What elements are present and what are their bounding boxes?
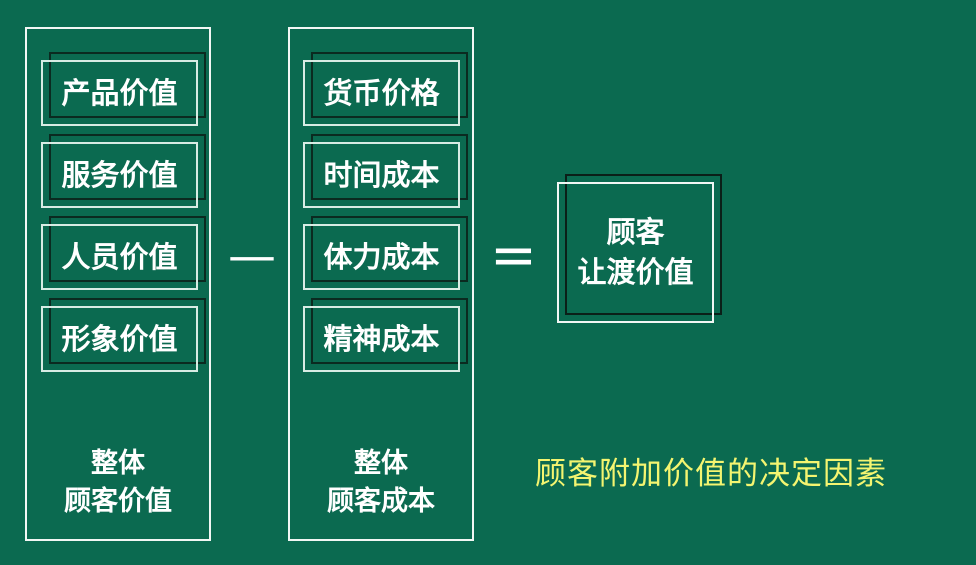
value-item: 服务价值 [41,134,206,208]
item-label: 产品价值 [61,76,178,110]
cost-item: 时间成本 [303,134,468,208]
cost-item: 体力成本 [303,216,468,290]
item-frame [41,306,198,372]
left-footer-line1: 整体 [91,448,145,479]
item-frame [41,60,198,126]
left-footer-line2: 顾客价值 [64,486,172,517]
item-frame [303,224,460,290]
item-shadow-frame [49,216,206,282]
item-label: 精神成本 [323,322,440,356]
middle-footer-line2: 顾客成本 [327,486,435,517]
result-line2: 让渡价值 [577,255,694,289]
cost-item: 精神成本 [303,298,468,372]
item-shadow-frame [49,52,206,118]
item-label: 时间成本 [323,158,440,192]
item-frame [303,306,460,372]
item-label: 形象价值 [61,322,178,356]
item-label: 体力成本 [323,240,440,274]
item-frame [303,60,460,126]
item-label: 人员价值 [61,240,178,274]
item-frame [303,142,460,208]
equals-sign: = [490,223,537,288]
item-label: 货币价格 [323,76,440,110]
item-frame [41,224,198,290]
item-label: 服务价值 [61,158,178,192]
value-item: 形象价值 [41,298,206,372]
total-customer-value-box: 整体 顾客价值 [25,27,211,541]
item-shadow-frame [311,134,468,200]
item-shadow-frame [311,298,468,364]
total-customer-cost-box: 整体 顾客成本 [288,27,474,541]
item-shadow-frame [311,216,468,282]
item-shadow-frame [49,134,206,200]
middle-footer-line1: 整体 [354,448,408,479]
result-line1: 顾客 [606,215,665,249]
value-item: 人员价值 [41,216,206,290]
value-item: 产品价值 [41,52,206,126]
item-shadow-frame [49,298,206,364]
item-shadow-frame [311,52,468,118]
minus-sign: — [228,228,276,284]
caption: 顾客附加价值的决定因素 [535,456,887,492]
result-frame [557,182,714,323]
item-frame [41,142,198,208]
cost-item: 货币价格 [303,52,468,126]
customer-delivered-value-box: 顾客 让渡价值 [557,174,722,323]
result-shadow-frame [565,174,722,315]
